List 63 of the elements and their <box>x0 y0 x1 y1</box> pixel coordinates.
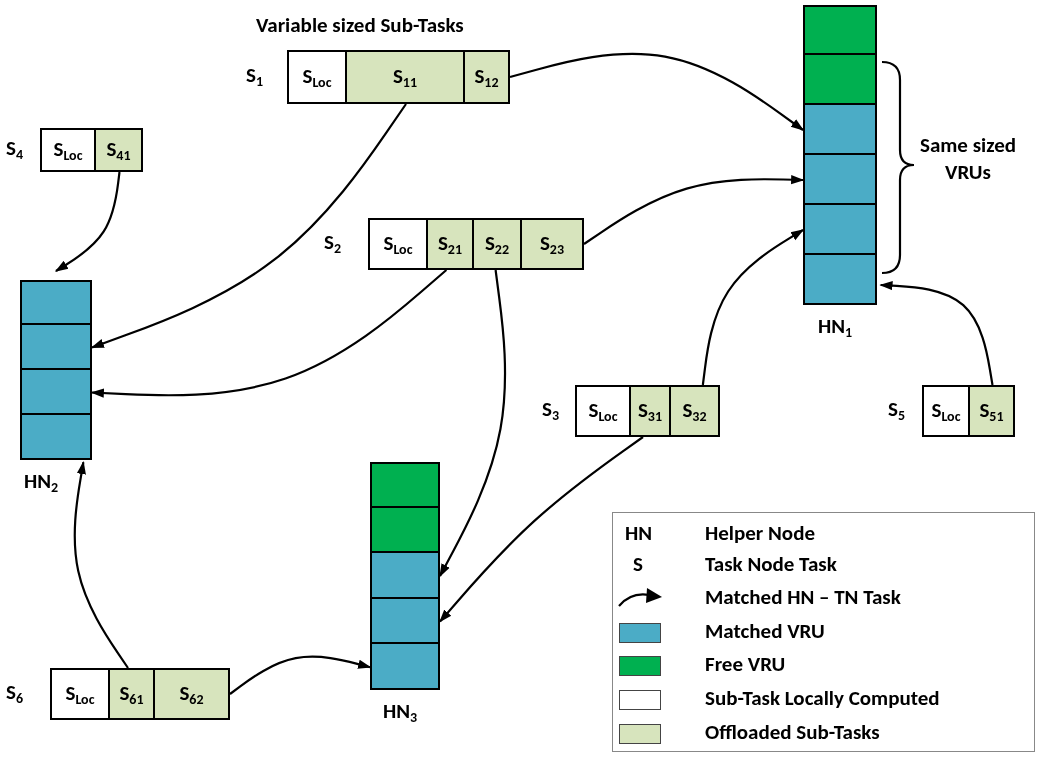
vru-cell <box>803 203 877 255</box>
arrow <box>439 269 507 578</box>
task-label: S$_{5}$ <box>888 396 906 424</box>
heading: Variable sized Sub-Tasks <box>256 12 464 38</box>
helper-node-label: HN$_{1}$ <box>818 313 853 341</box>
legend-text: Task Node Task <box>705 551 837 577</box>
vru-cell <box>370 505 440 554</box>
legend-symbol: HN <box>625 520 653 546</box>
vru-cell <box>370 462 440 508</box>
legend-text: Matched HN – TN Task <box>705 584 901 610</box>
task-label: S$_{4}$ <box>6 135 24 163</box>
subtask-cell: S$_{12}$ <box>463 50 510 104</box>
task-label: S$_{2}$ <box>324 229 342 257</box>
vru-cell <box>370 551 440 599</box>
subtask-cell: S$_{62}$ <box>153 668 230 720</box>
arrow <box>73 460 129 669</box>
vru-cell <box>803 253 877 305</box>
subtask-cell: S$_{21}$ <box>426 218 474 270</box>
subtask-cell: S$_{23}$ <box>520 218 584 270</box>
legend-symbol: S <box>633 551 643 577</box>
vru-cell <box>20 323 92 370</box>
vru-cell <box>20 280 92 325</box>
subtask-cell: S$_{51}$ <box>968 385 1015 437</box>
helper-node-label: HN$_{3}$ <box>383 698 418 726</box>
vru-cell <box>20 413 92 460</box>
arrow <box>54 171 121 272</box>
subtask-cell: S$_{Loc}$ <box>922 385 970 437</box>
arrow <box>90 103 407 349</box>
subtask-cell: S$_{32}$ <box>669 385 720 437</box>
subtask-cell: S$_{Loc}$ <box>50 668 110 720</box>
vru-cell <box>803 5 877 55</box>
task-label: S$_{6}$ <box>6 679 24 707</box>
vru-cell <box>803 103 877 155</box>
legend-text: Helper Node <box>705 520 815 546</box>
arrow <box>509 52 805 131</box>
vru-cell <box>20 368 92 415</box>
legend-text: Offloaded Sub-Tasks <box>705 719 880 745</box>
legend-text: Matched VRU <box>705 618 825 644</box>
subtask-cell: S$_{31}$ <box>629 385 671 437</box>
subtask-cell: S$_{Loc}$ <box>575 385 631 437</box>
arrow <box>90 269 448 398</box>
arrow <box>583 175 805 245</box>
subtask-cell: S$_{61}$ <box>108 668 155 720</box>
bracket-label: Same sized VRUs <box>919 132 1017 187</box>
vru-cell <box>803 153 877 205</box>
subtask-cell: S$_{11}$ <box>345 50 465 104</box>
legend-text: Free VRU <box>705 651 786 677</box>
subtask-cell: S$_{Loc}$ <box>368 218 428 270</box>
task-label: S$_{3}$ <box>542 396 560 424</box>
vru-cell <box>370 596 440 645</box>
vru-cell <box>803 53 877 105</box>
subtask-cell: S$_{22}$ <box>472 218 522 270</box>
arrow <box>229 655 372 695</box>
subtask-cell: S$_{Loc}$ <box>287 50 347 104</box>
vru-cell <box>370 642 440 690</box>
subtask-cell: S$_{41}$ <box>94 128 143 172</box>
task-label: S$_{1}$ <box>246 62 264 90</box>
subtask-cell: S$_{Loc}$ <box>40 128 96 172</box>
arrow <box>439 436 644 623</box>
arrow <box>879 281 994 386</box>
helper-node-label: HN$_{2}$ <box>24 468 59 496</box>
arrow <box>701 229 805 386</box>
legend-text: Sub-Task Locally Computed <box>705 685 940 711</box>
